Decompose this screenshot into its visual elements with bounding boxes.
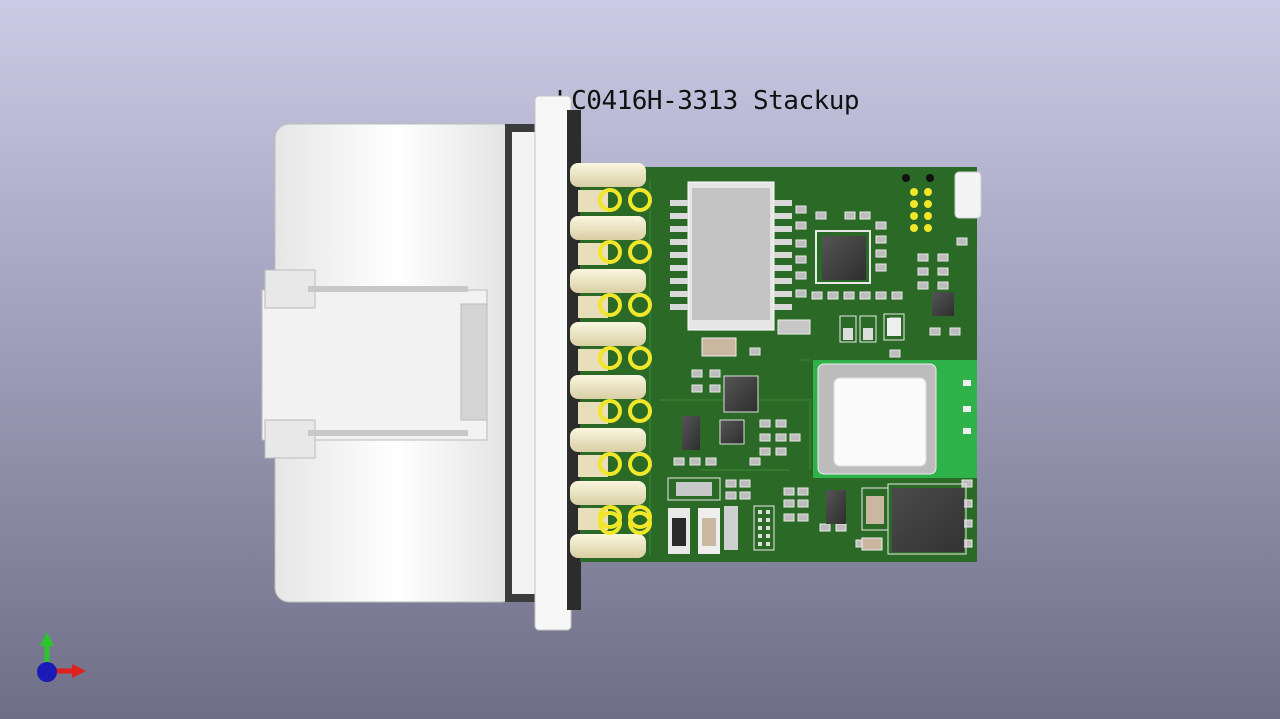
soic-chip-large [670, 181, 792, 331]
pin-row-8 [570, 511, 652, 558]
pin-row-5 [570, 375, 652, 424]
debug-header [902, 171, 982, 232]
small-ics [682, 292, 954, 551]
connector-pins [570, 163, 652, 558]
pin-row-6 [570, 428, 652, 477]
stackup-title: LC0416H-3313 Stackup [556, 86, 860, 116]
rf-module [813, 360, 977, 478]
power-inductor [887, 483, 967, 555]
axis-gizmo [37, 632, 86, 682]
passive-components [673, 205, 973, 548]
qfn-chip [815, 230, 871, 284]
pin-row-4 [570, 322, 652, 371]
pin-row-3 [570, 269, 652, 318]
pin-row-2 [570, 216, 652, 265]
obd-connector-housing [261, 95, 581, 631]
pin-row-1 [570, 163, 652, 212]
z-axis-dot [37, 662, 57, 682]
capacitors [667, 313, 905, 554]
